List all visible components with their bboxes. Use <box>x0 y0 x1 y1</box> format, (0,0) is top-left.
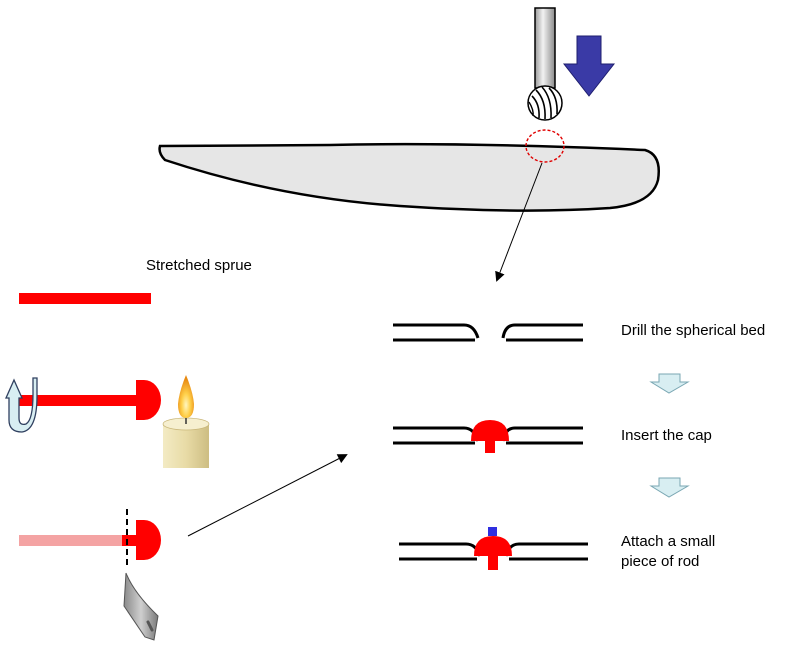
inserted-cap-section <box>393 420 583 453</box>
attach-rod-label: Attach a small piece of rod <box>621 532 715 572</box>
cap-transfer-arrow <box>187 454 348 537</box>
down-arrow-icon <box>649 373 690 394</box>
down-arrow-icon <box>562 35 616 97</box>
detail-leader-arrow <box>495 162 543 282</box>
wing-outline <box>158 142 660 212</box>
insert-cap-label: Insert the cap <box>621 427 712 444</box>
drilled-bed-section <box>393 323 583 342</box>
stretched-sprue-label: Stretched sprue <box>146 257 252 274</box>
drill-bed-label: Drill the spherical bed <box>621 322 766 339</box>
stretched-sprue <box>19 293 151 304</box>
cut-sprue <box>19 509 161 568</box>
candle-icon <box>162 375 210 468</box>
heated-sprue <box>19 380 161 420</box>
attached-rod-section <box>399 527 588 570</box>
detail-circle <box>525 129 565 163</box>
rotate-arrow-icon <box>4 377 38 433</box>
drill-bit-icon <box>527 7 563 121</box>
attach-rod-label-line2: piece of rod <box>621 553 700 570</box>
attach-rod-label-line1: Attach a small <box>621 533 716 550</box>
hobby-knife-icon <box>123 572 159 641</box>
rod-piece <box>488 527 497 536</box>
down-arrow-icon <box>649 477 690 498</box>
